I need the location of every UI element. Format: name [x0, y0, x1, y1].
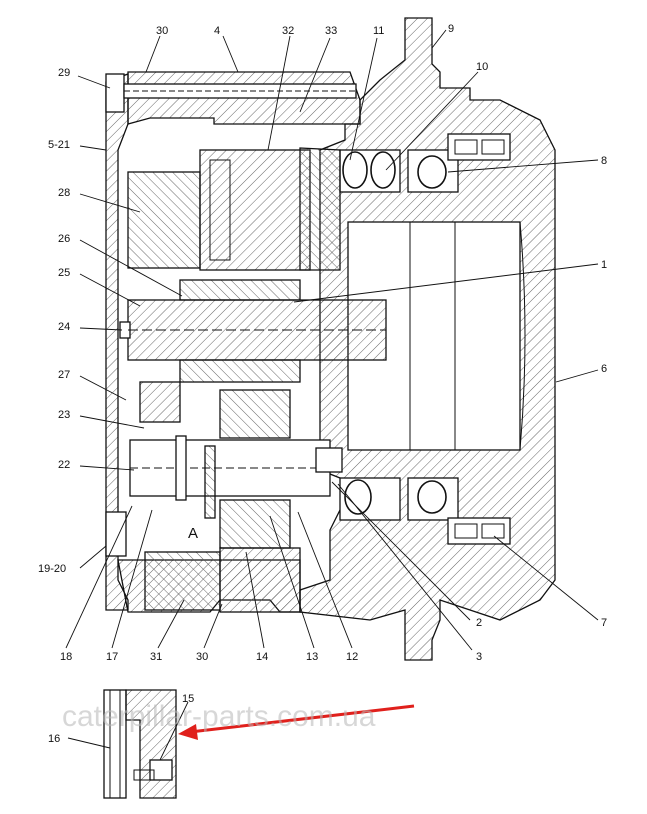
callout-29: 29 — [58, 67, 70, 79]
carrier-center — [179, 279, 301, 383]
planet-gear-lower — [139, 381, 291, 549]
leader-lines — [65, 29, 599, 761]
watermark-text: caterpillar-parts.com.ua — [62, 700, 376, 733]
callout-1: 1 — [601, 259, 607, 271]
side-plug — [105, 511, 127, 557]
callout-23: 23 — [58, 409, 70, 421]
callout-3: 3 — [476, 651, 482, 663]
red-arrow-icon — [178, 704, 415, 740]
callout-5-21: 5-21 — [48, 139, 70, 151]
callout-31: 31 — [150, 651, 162, 663]
callout-8: 8 — [601, 155, 607, 167]
callout-10: 10 — [476, 61, 488, 73]
callout-6: 6 — [601, 363, 607, 375]
planet-pin — [129, 435, 343, 519]
callout-22: 22 — [58, 459, 70, 471]
callout-32: 32 — [282, 25, 294, 37]
callout-28: 28 — [58, 187, 70, 199]
callout-13: 13 — [306, 651, 318, 663]
ring-gear-lower — [117, 547, 301, 613]
callout-17: 17 — [106, 651, 118, 663]
callout-30-top: 30 — [156, 25, 168, 37]
callout-19-20: 19-20 — [38, 563, 66, 575]
callout-2: 2 — [476, 617, 482, 629]
callout-7: 7 — [601, 617, 607, 629]
detail-inset — [103, 689, 177, 799]
through-bolt-top — [105, 73, 357, 113]
callout-14: 14 — [256, 651, 268, 663]
seal-top-right — [447, 133, 511, 161]
callout-18: 18 — [60, 651, 72, 663]
bearing-top-left — [339, 149, 401, 193]
view-label-a: A — [188, 525, 198, 542]
callout-25: 25 — [58, 267, 70, 279]
callout-labels: 30 4 32 33 11 9 10 8 29 5-21 28 26 1 25 … — [38, 23, 607, 745]
callout-27: 27 — [58, 369, 70, 381]
callout-11: 11 — [373, 25, 384, 37]
callout-15: 15 — [182, 693, 194, 705]
planet-gear-upper — [127, 147, 341, 271]
bearing-bottom-right — [407, 477, 459, 521]
callout-12: 12 — [346, 651, 358, 663]
sun-shaft — [119, 299, 387, 361]
callout-4: 4 — [214, 25, 220, 37]
seal-bottom-right — [447, 517, 511, 545]
callout-26: 26 — [58, 233, 70, 245]
callout-30-bottom: 30 — [196, 651, 208, 663]
callout-24: 24 — [58, 321, 70, 333]
callout-16: 16 — [48, 733, 60, 745]
callout-33: 33 — [325, 25, 337, 37]
callout-9: 9 — [448, 23, 454, 35]
